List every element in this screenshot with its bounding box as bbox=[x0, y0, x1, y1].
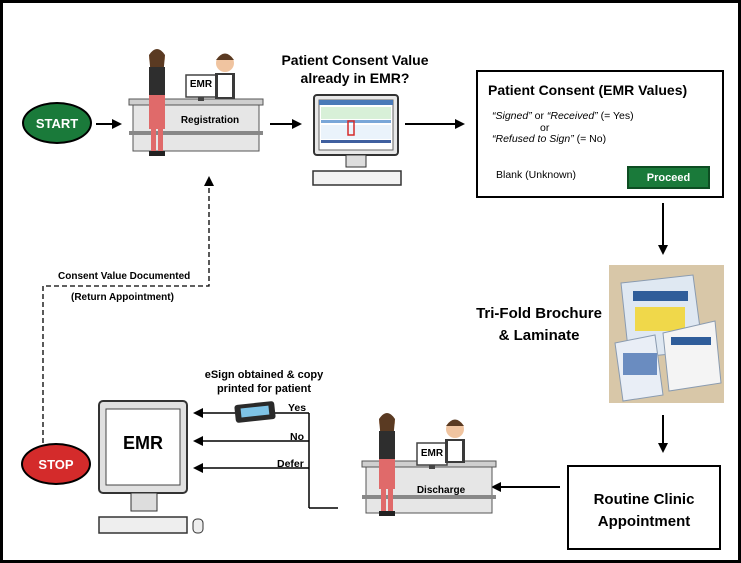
received-value: “Received” bbox=[546, 110, 598, 122]
refused-value: “Refused to Sign” bbox=[492, 133, 574, 145]
dashed-return-path bbox=[42, 176, 214, 443]
no-outcome-label: No bbox=[290, 431, 304, 443]
consent-question: Patient Consent Value already in EMR? bbox=[275, 51, 435, 87]
routine-line1: Routine Clinic bbox=[593, 491, 695, 508]
start-label: START bbox=[35, 115, 79, 131]
signed-value: “Signed” bbox=[492, 110, 532, 122]
registration-label: Registration bbox=[180, 115, 240, 126]
discharge-illustration bbox=[361, 413, 497, 516]
diagram-canvas bbox=[42, 49, 724, 534]
consent-question-line2: already in EMR? bbox=[300, 70, 410, 86]
emr-monitor-illustration bbox=[98, 400, 204, 534]
stop-sign-text: STOP bbox=[674, 119, 700, 129]
no-equivalence: (= No) bbox=[576, 133, 607, 145]
registration-emr-sign: EMR bbox=[189, 79, 213, 90]
or-text: or bbox=[534, 110, 544, 122]
stop-node: STOP bbox=[21, 443, 91, 485]
emr-monitor-label: EMR bbox=[123, 433, 163, 453]
brochure-line2: & Laminate bbox=[498, 327, 580, 344]
routine-clinic-box bbox=[567, 465, 721, 550]
blank-unknown-value: Blank (Unknown) bbox=[496, 169, 576, 181]
brochure-photo bbox=[609, 265, 724, 403]
proceed-label: Proceed bbox=[646, 171, 691, 184]
start-node: START bbox=[22, 102, 92, 144]
consent-box-title: Patient Consent (EMR Values) bbox=[488, 82, 688, 98]
esign-line2: printed for patient bbox=[216, 383, 312, 395]
esign-line1: eSign obtained & copy bbox=[204, 369, 324, 381]
consent-question-line1: Patient Consent Value bbox=[281, 52, 429, 68]
signature-pad-icon bbox=[234, 401, 276, 423]
proceed-button: Proceed bbox=[627, 166, 710, 189]
esign-caption: eSign obtained & copy printed for patien… bbox=[186, 368, 342, 396]
stop-label: STOP bbox=[38, 456, 74, 472]
routine-clinic-label: Routine Clinic Appointment bbox=[569, 489, 719, 533]
discharge-emr-sign: EMR bbox=[420, 448, 444, 459]
brochure-caption: Tri-Fold Brochure & Laminate bbox=[469, 303, 609, 347]
routine-line2: Appointment bbox=[597, 513, 691, 530]
emr-computer-illustration bbox=[312, 94, 402, 186]
consent-no-values: “Refused to Sign” (= No) bbox=[492, 133, 606, 145]
discharge-label: Discharge bbox=[416, 485, 466, 496]
yes-outcome-label: Yes bbox=[288, 402, 307, 414]
return-path-line1: Consent Value Documented bbox=[56, 271, 193, 282]
return-path-line2: (Return Appointment) bbox=[71, 292, 174, 303]
defer-outcome-label: Defer bbox=[277, 458, 304, 470]
consent-yes-values: “Signed” or “Received” (= Yes) bbox=[492, 110, 634, 123]
or-divider: or bbox=[540, 122, 550, 134]
brochure-line1: Tri-Fold Brochure bbox=[476, 305, 602, 322]
yes-equivalence: (= Yes) bbox=[600, 110, 634, 122]
registration-illustration bbox=[128, 49, 264, 156]
